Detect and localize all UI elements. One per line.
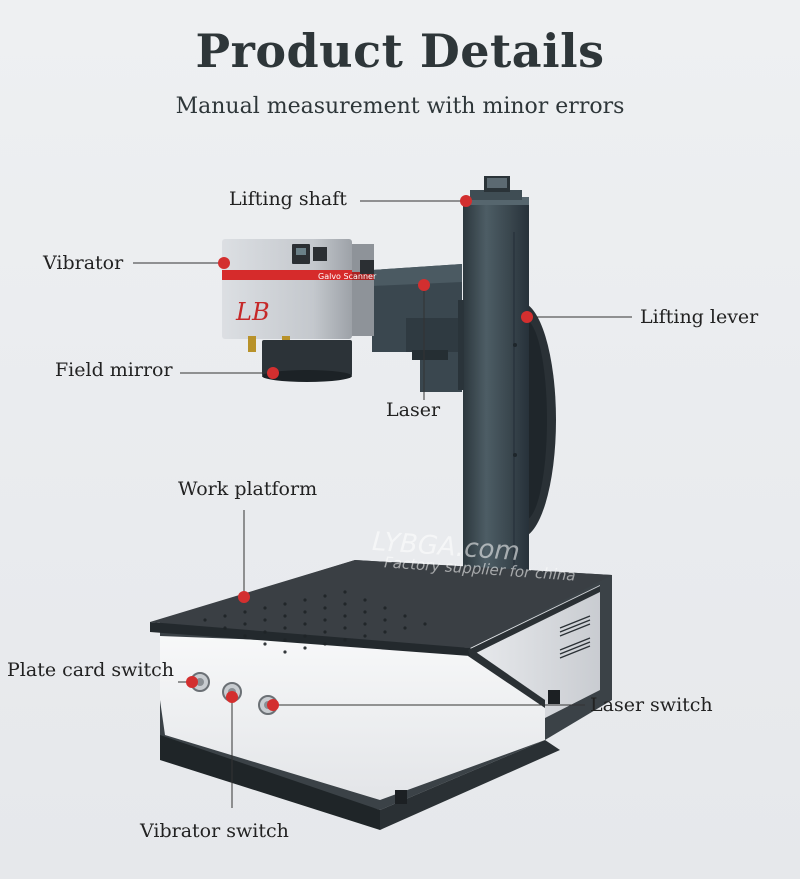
label-vibrator-switch: Vibrator switch [140, 820, 289, 842]
machine-base [150, 560, 612, 830]
work-platform-holes [203, 590, 427, 654]
page-title: Product Details [195, 24, 605, 78]
callout-lines [133, 200, 632, 808]
label-lifting-shaft: Lifting shaft [229, 188, 347, 210]
brand-logo: LB [235, 298, 270, 326]
lifting-column [458, 176, 534, 608]
galvo-label: Galvo Scanner [318, 272, 377, 281]
lifting-arm [372, 264, 464, 392]
label-work-platform: Work platform [178, 478, 318, 500]
label-laser-switch: Laser switch [590, 694, 713, 716]
galvo-scanner-head: Galvo Scanner LB [222, 239, 377, 382]
label-laser: Laser [386, 399, 441, 421]
page-subtitle: Manual measurement with minor errors [175, 94, 625, 119]
label-plate-card-switch: Plate card switch [7, 659, 174, 681]
label-vibrator: Vibrator [43, 252, 124, 274]
label-field-mirror: Field mirror [55, 359, 173, 381]
label-lifting-lever: Lifting lever [640, 306, 759, 328]
callout-markers [186, 195, 533, 711]
vent-grille [559, 615, 591, 659]
